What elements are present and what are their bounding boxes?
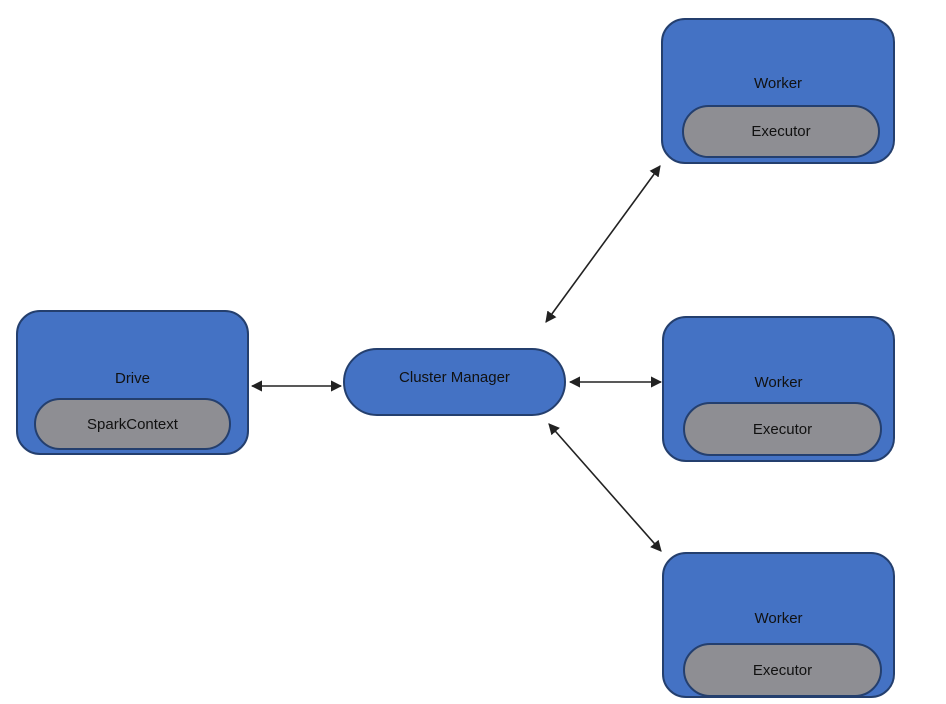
arrow-cluster-manager-worker-3 bbox=[548, 423, 662, 552]
cluster-manager-node: Cluster Manager bbox=[343, 348, 566, 416]
driver-node: Drive SparkContext bbox=[16, 310, 249, 455]
worker-node-1: Worker Executor bbox=[661, 18, 895, 164]
executor-box-3: Executor bbox=[683, 643, 882, 697]
arrow-cluster-manager-worker-1 bbox=[545, 165, 661, 323]
driver-node-title: Drive bbox=[114, 370, 150, 387]
worker-node-3: Worker Executor bbox=[662, 552, 895, 698]
worker-3-title: Worker bbox=[754, 610, 803, 627]
spark-context-box: SparkContext bbox=[34, 398, 231, 450]
worker-1-title: Worker bbox=[753, 75, 803, 92]
executor-box-1: Executor bbox=[682, 105, 880, 158]
cluster-manager-title: Cluster Manager bbox=[399, 369, 510, 386]
worker-2-title: Worker bbox=[754, 374, 803, 391]
worker-node-2: Worker Executor bbox=[662, 316, 895, 462]
executor-box-2: Executor bbox=[683, 402, 882, 456]
